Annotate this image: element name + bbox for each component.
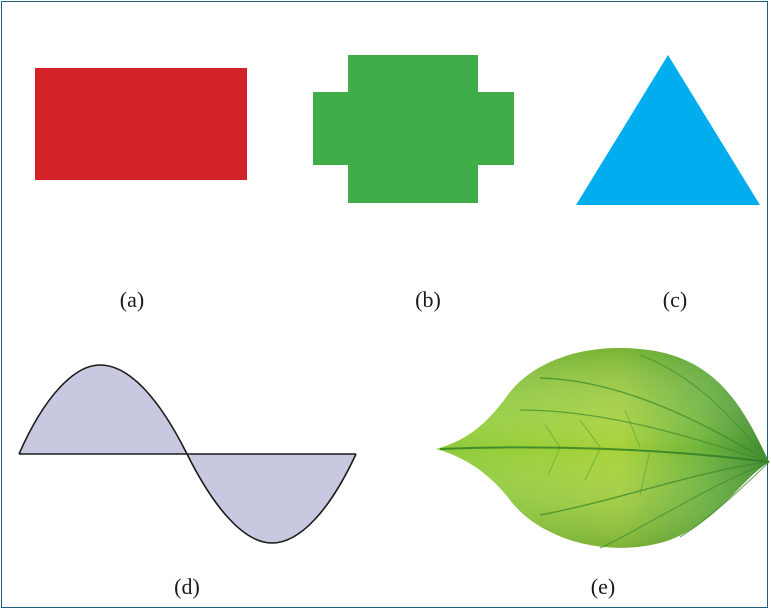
leaf-shape	[436, 348, 769, 548]
caption-a: (a)	[102, 289, 162, 311]
green-cross-shape	[313, 55, 514, 203]
caption-d: (d)	[157, 576, 217, 598]
caption-e: (e)	[573, 576, 633, 598]
caption-b: (b)	[398, 289, 458, 311]
caption-c: (c)	[645, 289, 705, 311]
red-rectangle-shape	[35, 68, 247, 180]
blue-triangle-shape	[576, 55, 760, 205]
sine-wave-shape	[19, 365, 356, 543]
